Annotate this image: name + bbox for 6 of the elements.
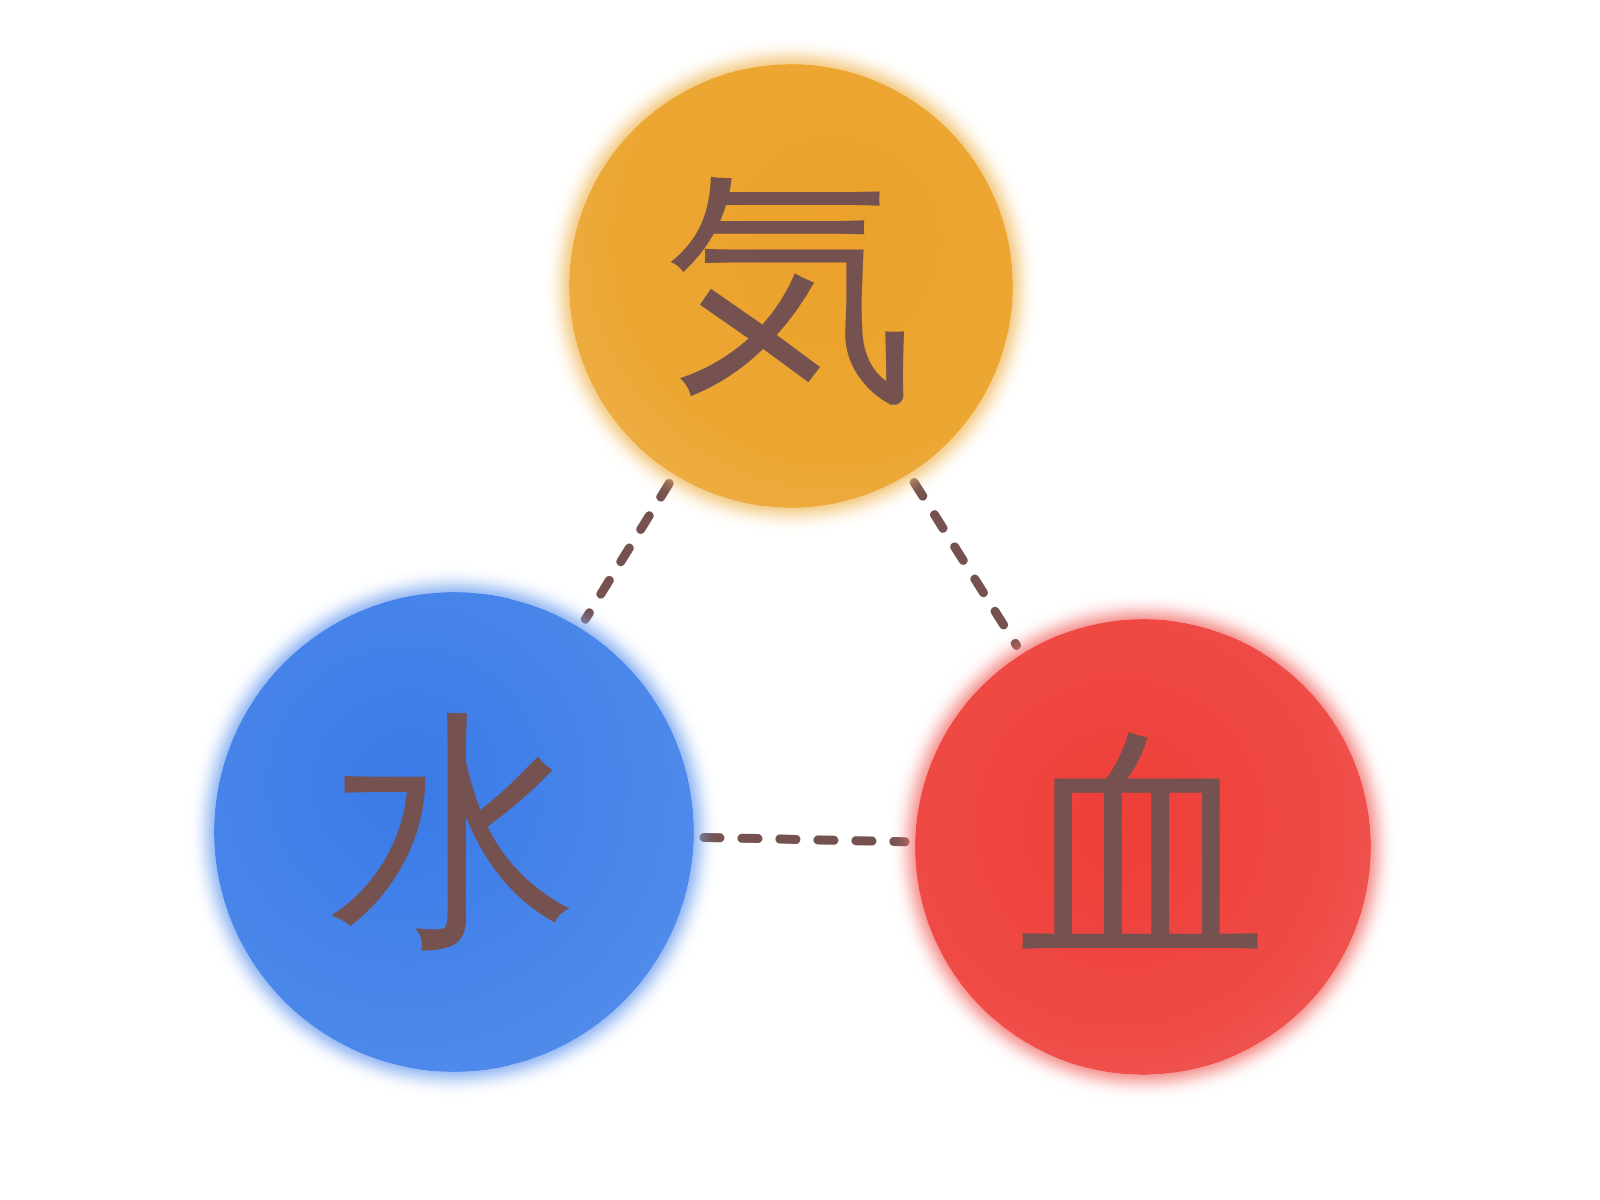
- kanji-label: 水: [329, 707, 579, 957]
- dashed-connector: [580, 478, 674, 624]
- dashed-connector: [699, 832, 910, 847]
- kanji-label: 血: [1018, 722, 1268, 972]
- kanji-label: 気: [666, 161, 916, 411]
- dashed-connector: [909, 478, 1021, 650]
